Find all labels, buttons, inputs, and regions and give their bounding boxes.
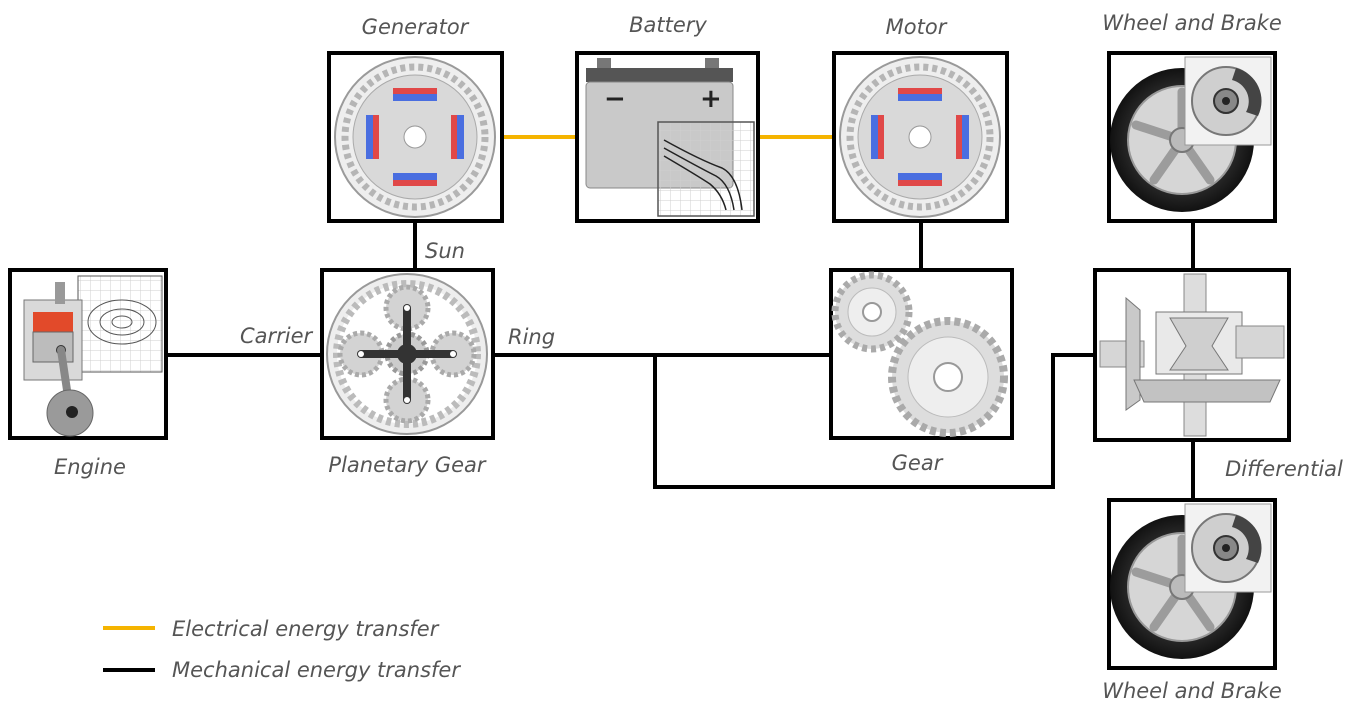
engine-label: Engine (54, 455, 126, 479)
generator-label: Generator (362, 15, 470, 39)
battery-minus: − (604, 84, 626, 114)
ring-port-label: Ring (508, 325, 555, 349)
motor-icon (839, 56, 1001, 218)
battery-block: − + (575, 51, 760, 223)
wheel-top-label: Wheel and Brake (1102, 11, 1282, 35)
legend: Electrical energy transfer Mechanical en… (103, 617, 461, 682)
planetary-label: Planetary Gear (328, 453, 486, 477)
battery-label: Battery (629, 13, 707, 37)
wheel-bottom-label: Wheel and Brake (1102, 679, 1282, 703)
wheel-top-block (1107, 51, 1277, 223)
engine-icon (23, 275, 163, 437)
carrier-port-label: Carrier (240, 324, 314, 348)
engine-block (8, 268, 168, 440)
planetary-block (320, 268, 495, 440)
wheel-bottom-block (1107, 498, 1277, 670)
differential-label: Differential (1225, 457, 1343, 481)
wheel-brake-icon (1110, 56, 1272, 212)
planetary-gear-icon (326, 273, 488, 435)
legend-electrical-label: Electrical energy transfer (172, 617, 440, 641)
differential-icon (1099, 273, 1285, 437)
gear-label: Gear (892, 451, 944, 475)
battery-plus: + (700, 84, 722, 114)
battery-icon (585, 58, 755, 217)
mechanical-links (166, 222, 1195, 500)
motor-label: Motor (886, 15, 948, 39)
generator-block (327, 51, 504, 223)
legend-mechanical-label: Mechanical energy transfer (172, 658, 461, 682)
gear-block (829, 268, 1014, 440)
motor-block (832, 51, 1009, 223)
wheel-brake-icon (1110, 503, 1272, 659)
generator-icon (334, 56, 496, 218)
differential-block (1093, 268, 1291, 442)
sun-port-label: Sun (425, 239, 465, 263)
gear-icon (831, 271, 1008, 437)
